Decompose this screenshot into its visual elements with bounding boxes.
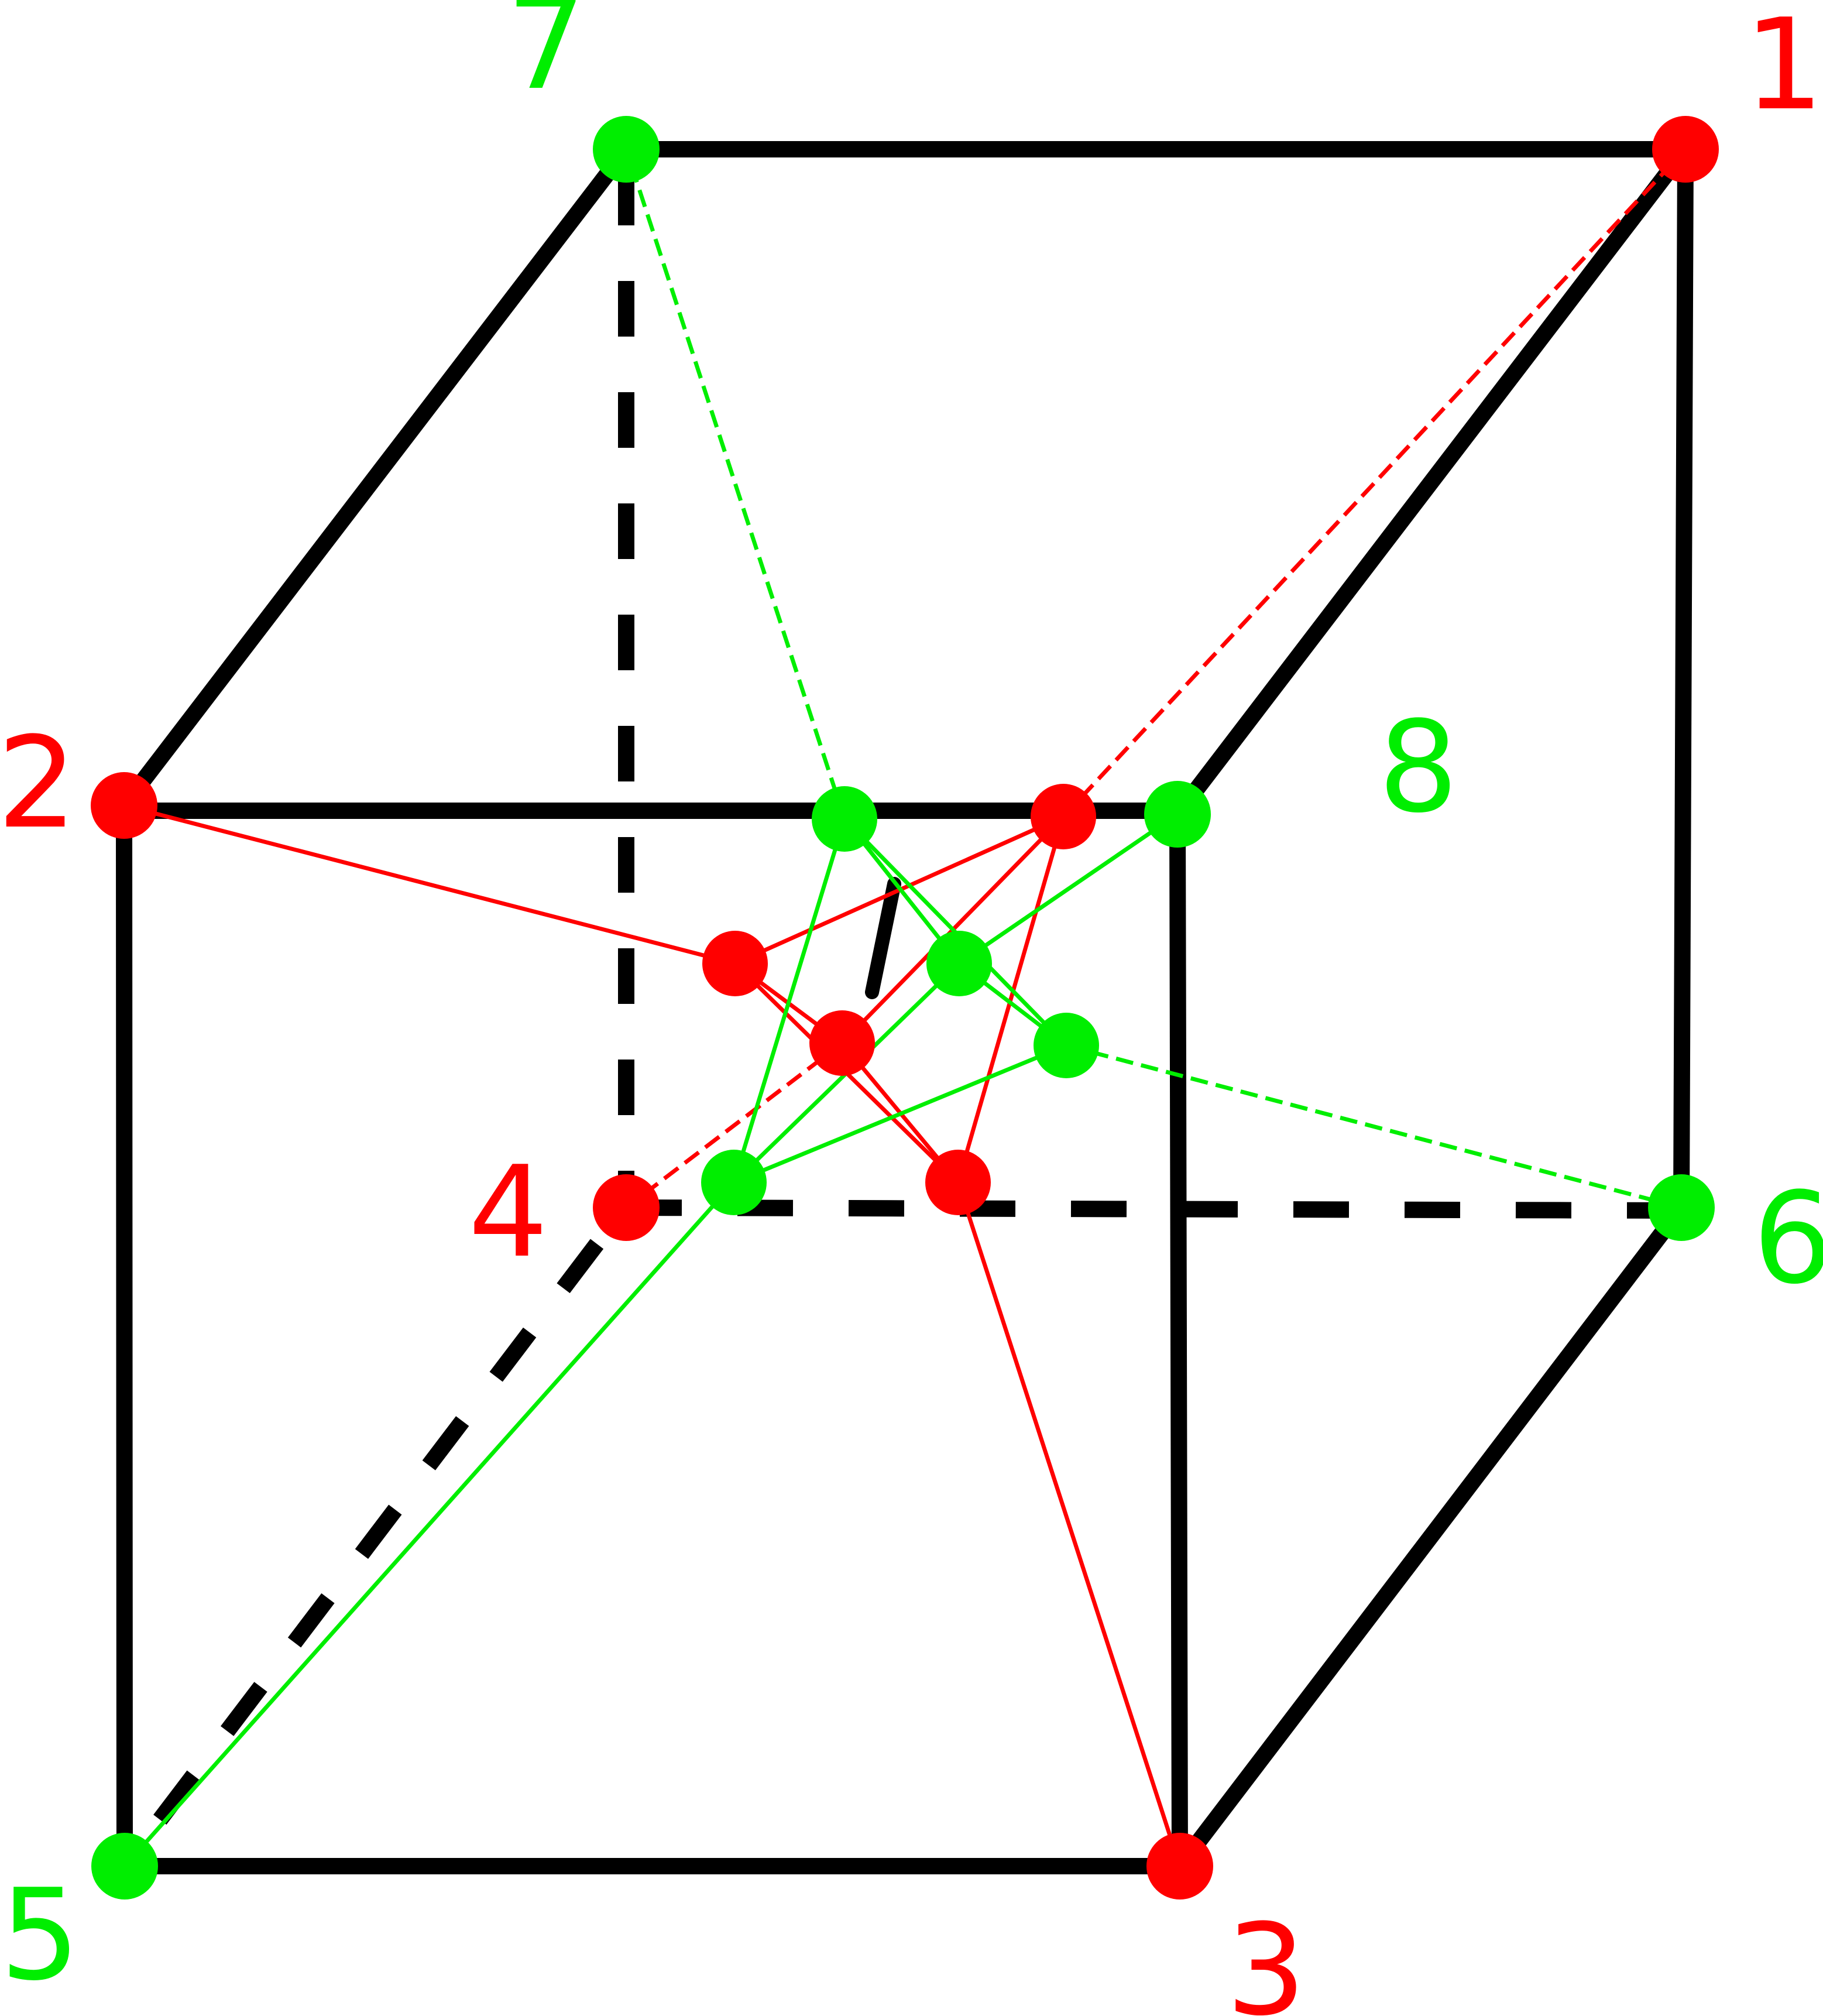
label-8: 8 (1378, 694, 1458, 841)
corner-nodes (91, 116, 1719, 1900)
vertex-4 (593, 1174, 660, 1241)
label-3: 3 (1226, 1897, 1306, 2016)
vertex-1 (1652, 116, 1719, 183)
vertex-6 (1648, 1174, 1715, 1241)
inner-nodes (701, 784, 1099, 1215)
inner-green-node (1034, 1013, 1099, 1078)
inner-red-node (702, 931, 768, 996)
vertex-2 (91, 772, 157, 839)
vertex-3 (1146, 1833, 1213, 1900)
vertex-8 (1144, 781, 1211, 848)
label-2: 2 (0, 709, 77, 856)
inner-red-node (925, 1150, 991, 1215)
label-5: 5 (0, 1861, 80, 2008)
vertex-7 (593, 116, 660, 183)
inner-red-node (809, 1010, 875, 1076)
label-7: 7 (506, 0, 586, 118)
visible-edges (116, 141, 1694, 1874)
inner-green-node (701, 1150, 767, 1215)
label-4: 4 (468, 1139, 548, 1285)
inner-red-node (1031, 784, 1096, 849)
vertex-5 (91, 1833, 158, 1900)
label-6: 6 (1753, 1165, 1823, 1312)
label-1: 1 (1744, 0, 1823, 138)
red-links (123, 148, 1687, 1867)
green-links (123, 148, 1682, 1868)
hidden-edges (118, 170, 1682, 1871)
inner-green-node (812, 786, 877, 852)
inner-green-node (926, 931, 992, 996)
